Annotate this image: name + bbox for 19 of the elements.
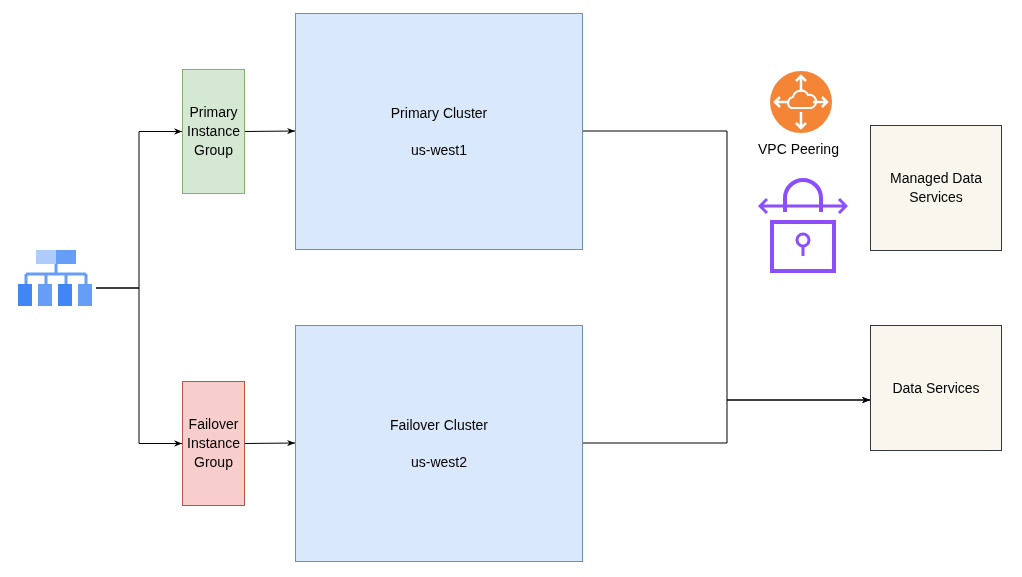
arrow xyxy=(95,287,183,447)
node-text: Failover Cluster xyxy=(390,415,488,435)
process-box xyxy=(182,69,245,194)
node-text: us-west1 xyxy=(411,140,467,160)
node-text: Data Services xyxy=(892,378,980,398)
data-service-box xyxy=(870,125,1002,251)
node-text: us-west2 xyxy=(411,452,467,472)
node-text: Primary Cluster xyxy=(390,103,488,123)
cluster-box xyxy=(295,13,583,250)
cluster-box xyxy=(295,325,583,562)
arrow xyxy=(582,396,871,444)
node-text: Failover Instance Group xyxy=(187,415,240,472)
peering-label: VPC Peering xyxy=(758,141,839,157)
process-box xyxy=(182,381,245,506)
data-service-box xyxy=(870,325,1002,451)
arrow xyxy=(244,439,296,447)
node-text: Primary Instance Group xyxy=(187,103,240,160)
arrow xyxy=(244,127,296,135)
node-text: Managed Data Services xyxy=(889,169,983,207)
